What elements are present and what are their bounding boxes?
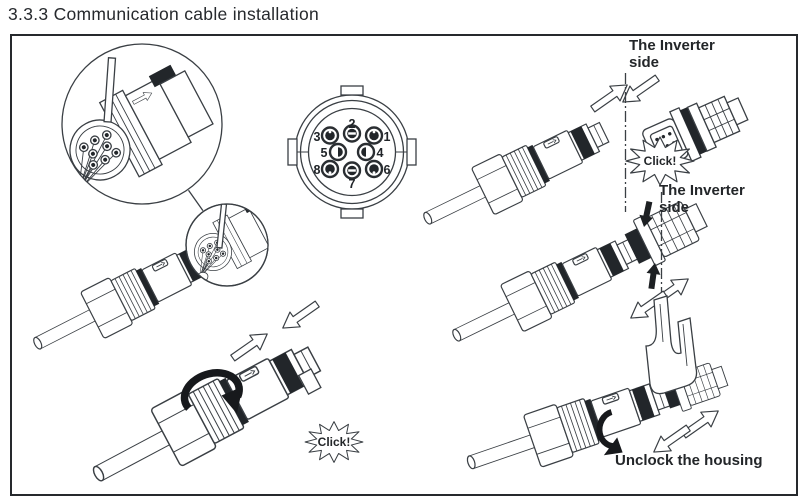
latch-clip [297,368,322,395]
pin-number: 1 [384,130,391,144]
pin-number: 6 [384,163,391,177]
inverter-side-label: The Inverter side [629,37,715,72]
cable-connector-top-right [412,108,617,244]
magnified-wiring-view [62,57,214,204]
face-tabs [287,85,417,219]
insertion-tool-rod [103,57,117,123]
insertion-tool-rod [216,204,228,249]
pin-number: 8 [314,163,321,177]
click-label: Click! [644,154,677,168]
rotate-arrow-icon [180,369,243,414]
press-arrow-icon [644,262,662,290]
removal-tool [645,295,698,395]
direction-arrow-icon [277,295,323,337]
cable-connector-mid-right [441,225,646,361]
click-label: Click! [318,435,351,449]
cable-connector-bottom-right [458,368,677,491]
pin-number: 3 [314,130,321,144]
click-burst: Click! [625,136,695,186]
diagram-frame [10,34,798,496]
unlock-housing-label: Unclock the housing [615,452,763,469]
section-title: 3.3.3 Communication cable installation [8,4,320,24]
pin-number: 4 [377,146,384,160]
cable-connector-bottom-left [79,329,331,502]
magnifier-circle-large [61,43,223,205]
inverter-side-label: The Inverter side [659,182,745,217]
pin-numbers: 1 2 3 4 5 6 7 8 [314,117,391,191]
connector-face-front-view: 1 2 3 4 5 6 7 8 [287,85,417,219]
pin-number: 5 [321,146,328,160]
rotate-arrow-icon [596,409,623,456]
pin-number: 2 [349,117,356,131]
pin-number: 7 [349,177,356,191]
magnifier-leader-line [187,189,204,211]
click-burst: Click! [304,421,364,463]
pin [320,124,384,180]
